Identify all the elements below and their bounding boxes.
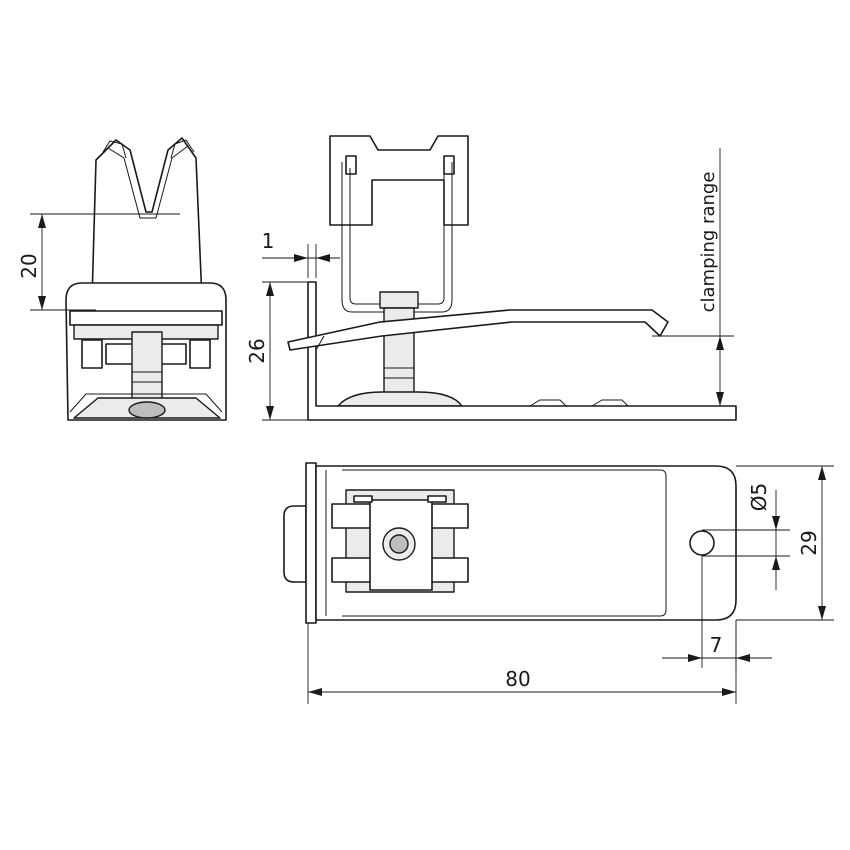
dimension-label-diameter: Ø5 — [747, 483, 771, 511]
dimension-height-front: 20 — [17, 213, 180, 311]
dimension-clamping-range: clamping range — [652, 148, 734, 406]
dimension-label-7: 7 — [710, 633, 723, 657]
dimension-label-80: 80 — [505, 667, 530, 691]
dimension-label-1: 1 — [262, 229, 275, 253]
dimension-label-20: 20 — [17, 253, 41, 278]
side-view — [287, 135, 737, 421]
dimension-label-clamping-range: clamping range — [698, 172, 719, 313]
top-view — [283, 462, 737, 624]
dimension-sheet-thickness: 1 — [262, 229, 340, 278]
dimension-height-side: 26 — [245, 281, 308, 421]
dimension-length: 80 — [307, 620, 737, 704]
front-view — [65, 137, 227, 421]
dimension-label-26: 26 — [245, 338, 269, 363]
dimension-label-29: 29 — [797, 530, 821, 555]
dimension-hole-diameter: Ø5 — [702, 483, 790, 590]
dimension-width: 29 — [736, 465, 834, 621]
